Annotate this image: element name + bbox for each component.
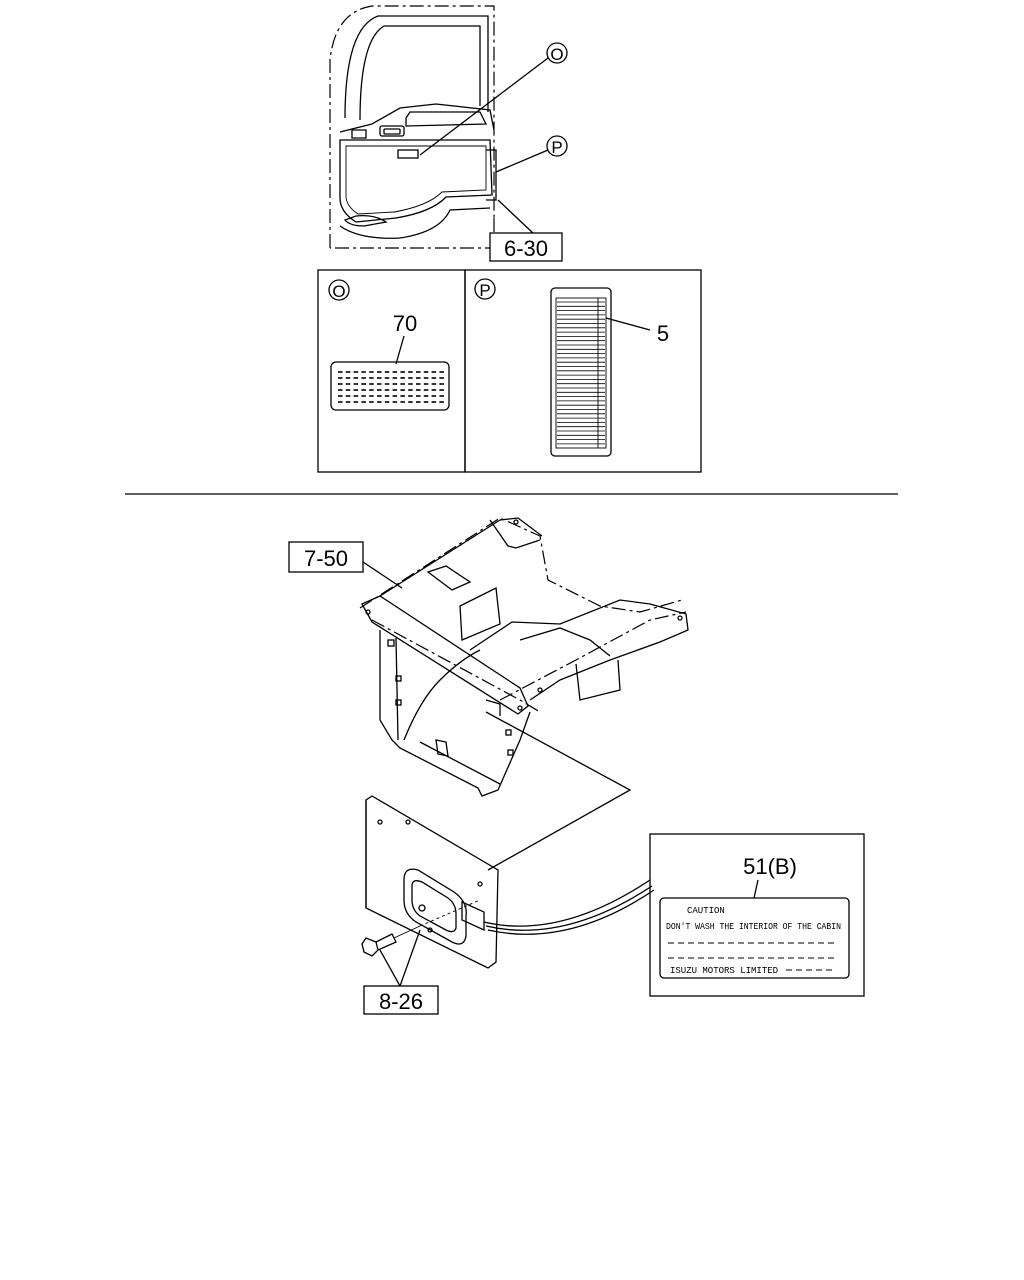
marker-p-text: P xyxy=(551,138,562,157)
reference-7-50: 7-50 xyxy=(288,541,403,589)
reference-6-30: 6-30 xyxy=(489,232,563,262)
reference-8-26-text: 8-26 xyxy=(379,989,423,1014)
connector-to-caution-label xyxy=(483,879,651,927)
cab-door-illustration xyxy=(329,5,497,249)
detail-o-marker: O xyxy=(332,282,345,301)
detail-box-p: P 5 xyxy=(464,269,702,473)
caution-sticker xyxy=(659,897,850,979)
detail-p-part-number: 5 xyxy=(657,321,669,346)
label-70-sticker xyxy=(330,361,450,411)
detail-p-marker: P xyxy=(479,281,490,300)
marker-o-callout: O xyxy=(546,42,568,64)
leader-line-p xyxy=(495,149,549,173)
marker-o-text: O xyxy=(550,45,563,64)
detail-box-o: O 70 xyxy=(317,269,466,473)
caution-heading: CAUTION xyxy=(687,906,725,916)
caution-label-detail: 51(B) CAUTION DON'T WASH THE INTERIOR OF… xyxy=(649,833,865,997)
caution-footer: ISUZU MOTORS LIMITED xyxy=(670,966,778,976)
reference-6-30-text: 6-30 xyxy=(504,236,548,261)
label-5-sticker xyxy=(550,287,612,457)
detail-o-part-number: 70 xyxy=(393,311,417,336)
floor-panel-illustration xyxy=(359,517,689,797)
reference-8-26: 8-26 xyxy=(363,985,439,1015)
leader-floor-to-panel xyxy=(485,711,632,871)
leader-line-6-30 xyxy=(497,199,535,235)
bolt-8-26 xyxy=(361,899,481,957)
marker-p-callout: P xyxy=(546,135,568,157)
leader-line-o xyxy=(419,57,549,156)
caution-line-1: DON'T WASH THE INTERIOR OF THE CABIN xyxy=(666,922,841,932)
caution-label-part-number: 51(B) xyxy=(743,854,797,879)
rear-panel-plate xyxy=(365,795,499,969)
caution-label-spot xyxy=(461,900,485,932)
reference-7-50-text: 7-50 xyxy=(304,546,348,571)
